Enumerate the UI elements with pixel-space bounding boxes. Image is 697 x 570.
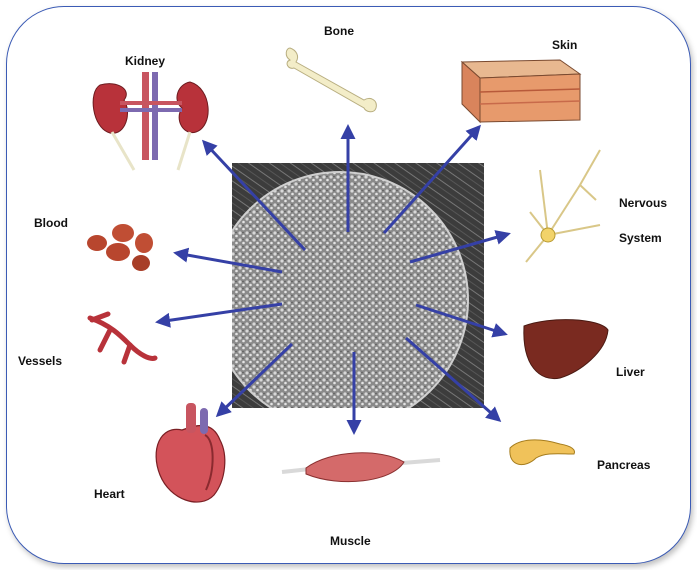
label-nervous: Nervous [619,196,667,211]
label-liver: Liver [616,365,645,380]
label-muscle: Muscle [330,534,371,549]
label-bone: Bone [324,24,354,39]
pancreas-icon [510,440,575,465]
label-skin: Skin [552,38,577,53]
muscle-icon [282,453,440,482]
label-pancreas: Pancreas [597,458,650,473]
label-heart: Heart [94,487,125,502]
label-blood: Blood [34,216,68,231]
nerve-cell-icon [526,150,600,262]
liver-icon [524,320,608,379]
label-vessels: Vessels [18,354,62,369]
heart-icon [156,403,225,502]
label-kidney: Kidney [125,54,165,69]
blood-cells-icon [87,224,153,271]
label-system: System [619,231,662,246]
bone-icon [286,48,376,112]
blood-vessels-icon [90,314,155,362]
skin-icon [462,60,580,122]
kidney-icon [93,72,208,170]
